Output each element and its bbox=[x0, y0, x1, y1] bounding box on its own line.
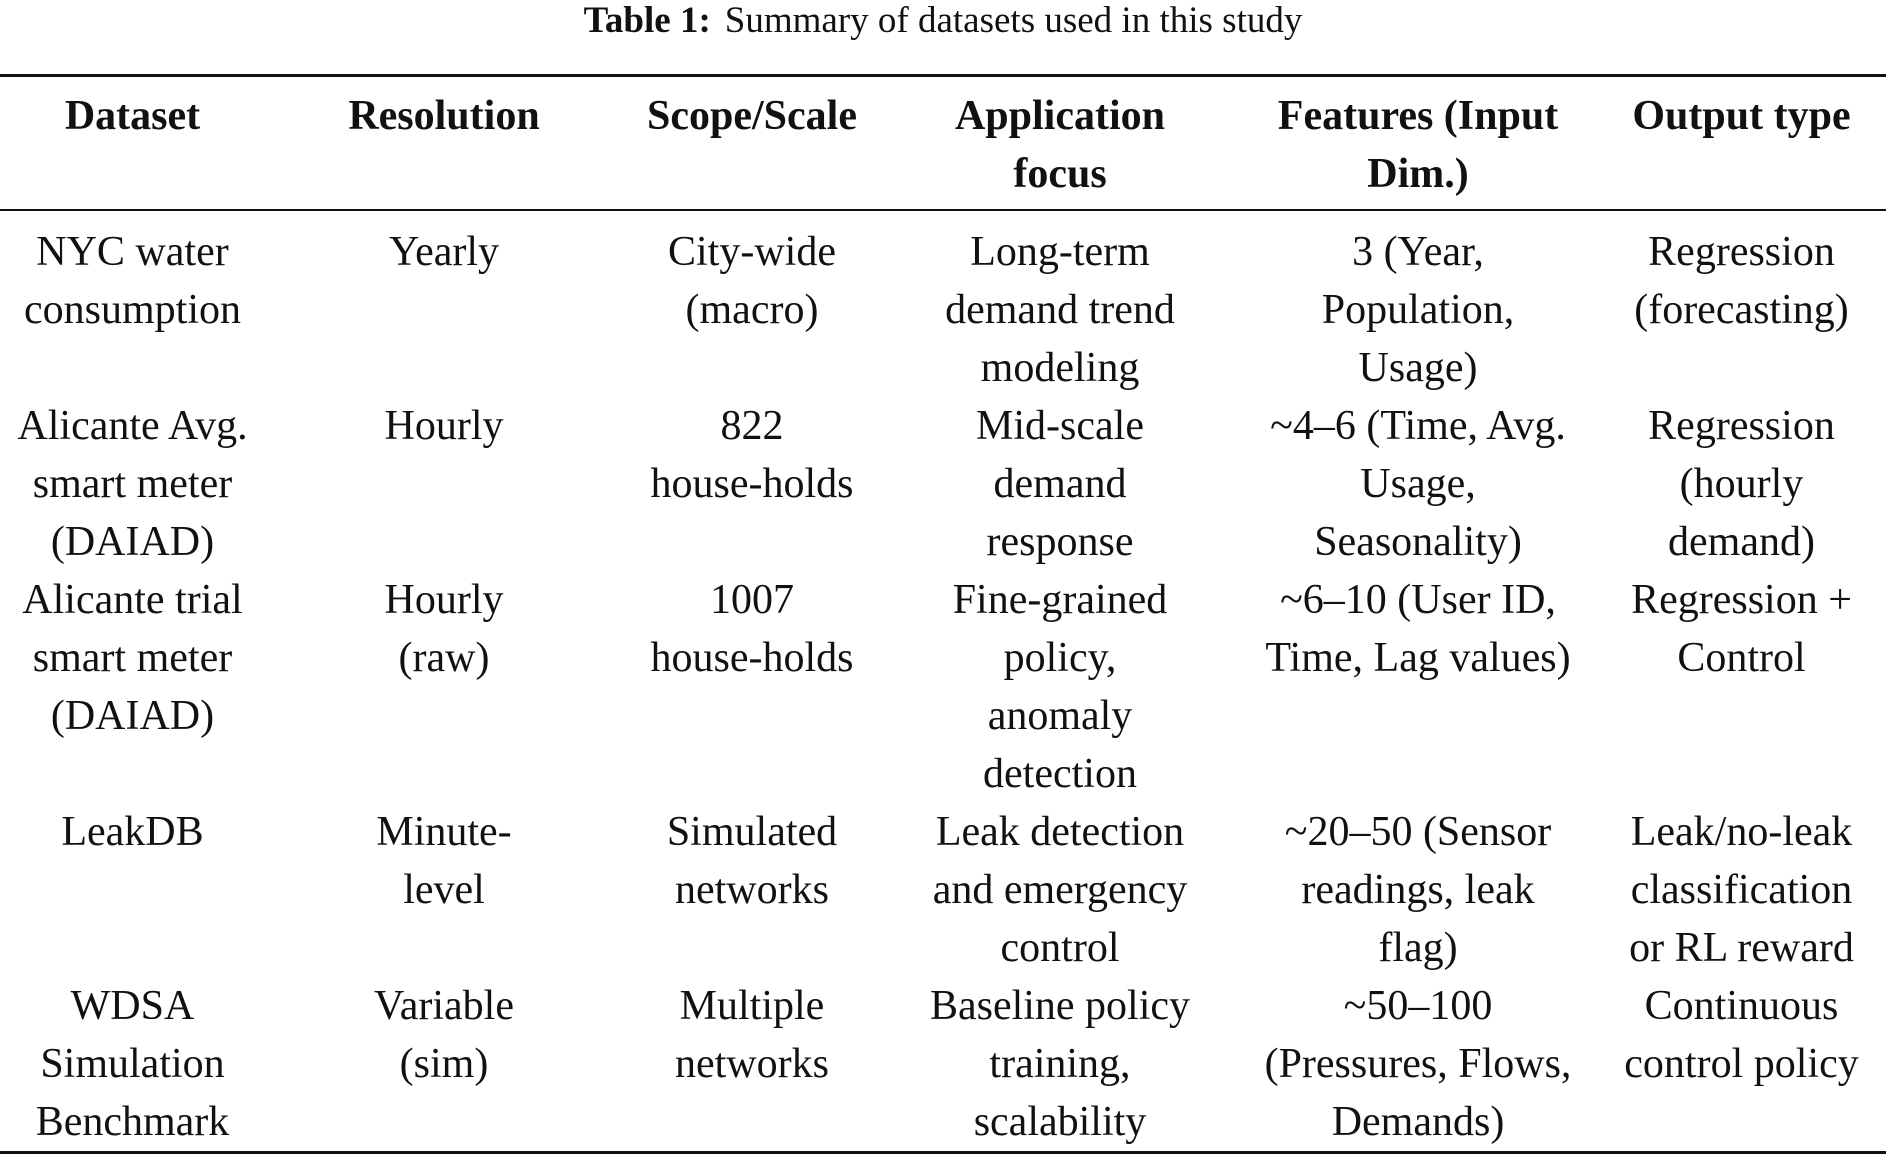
header-cell: Output type bbox=[1632, 93, 1851, 139]
table-header: Dataset Resolution Scope/Scale Applicati… bbox=[0, 75, 1886, 210]
table-cell: Regression (forecasting) bbox=[1634, 229, 1849, 333]
table-row: WDSA Simulation Benchmark Variable (sim)… bbox=[0, 977, 1886, 1153]
table-cell: City-wide (macro) bbox=[668, 229, 836, 333]
table-caption-text: Summary of datasets used in this study bbox=[724, 0, 1303, 41]
table-cell: Leak detection and emergency control bbox=[932, 809, 1188, 971]
header-row: Dataset Resolution Scope/Scale Applicati… bbox=[0, 75, 1886, 210]
table-cell: ~50–100 (Pressures, Flows, Demands) bbox=[1264, 983, 1572, 1145]
table-cell: Minute- level bbox=[376, 809, 512, 913]
header-cell: Dataset bbox=[64, 93, 201, 139]
table-cell: ~6–10 (User ID, Time, Lag values) bbox=[1265, 577, 1571, 681]
table-cell: LeakDB bbox=[61, 809, 204, 855]
table-cell: Fine-grained policy, anomaly detection bbox=[952, 577, 1168, 797]
table-cell: Alicante trial smart meter (DAIAD) bbox=[22, 577, 243, 739]
table-cell: 1007 house-holds bbox=[650, 577, 854, 681]
table-body: NYC water consumption Yearly City-wide (… bbox=[0, 210, 1886, 1153]
table-cell: ~20–50 (Sensor readings, leak flag) bbox=[1284, 809, 1552, 971]
table-cell: Yearly bbox=[388, 229, 500, 275]
table-cell: Alicante Avg. smart meter (DAIAD) bbox=[17, 403, 248, 565]
table-cell: Multiple networks bbox=[675, 983, 829, 1087]
table-cell: Mid-scale demand response bbox=[976, 403, 1144, 565]
datasets-table: Dataset Resolution Scope/Scale Applicati… bbox=[0, 74, 1886, 1154]
header-cell: Scope/Scale bbox=[647, 93, 857, 139]
table-cell: Hourly (raw) bbox=[384, 577, 504, 681]
header-cell: Resolution bbox=[348, 93, 540, 139]
table-cell: Continuous control policy bbox=[1624, 983, 1859, 1087]
table-cell: Baseline policy training, scalability bbox=[929, 983, 1191, 1145]
table-cell: NYC water consumption bbox=[24, 229, 241, 333]
table-row: Alicante trial smart meter (DAIAD) Hourl… bbox=[0, 571, 1886, 803]
table-cell: 3 (Year, Population, Usage) bbox=[1321, 229, 1515, 391]
table-row: LeakDB Minute- level Simulated networks … bbox=[0, 803, 1886, 977]
table-cell: Variable (sim) bbox=[374, 983, 514, 1087]
table-cell: Leak/no-leak classification or RL reward bbox=[1629, 809, 1854, 971]
table-cell: Simulated networks bbox=[666, 809, 838, 913]
table-cell: Long-term demand trend modeling bbox=[945, 229, 1175, 391]
table-row: NYC water consumption Yearly City-wide (… bbox=[0, 210, 1886, 397]
header-cell: Features (Input Dim.) bbox=[1277, 93, 1559, 197]
table-cell: ~4–6 (Time, Avg. Usage, Seasonality) bbox=[1270, 403, 1566, 565]
table-cell: 822 house-holds bbox=[650, 403, 854, 507]
table-cell: Hourly bbox=[384, 403, 504, 449]
table-cell: WDSA Simulation Benchmark bbox=[35, 983, 230, 1145]
table-row: Alicante Avg. smart meter (DAIAD) Hourly… bbox=[0, 397, 1886, 571]
table-cell: Regression + Control bbox=[1631, 577, 1852, 681]
table-cell: Regression (hourly demand) bbox=[1648, 403, 1835, 565]
table-caption-label: Table 1: bbox=[583, 0, 711, 41]
header-cell: Application focus bbox=[954, 93, 1166, 197]
table-caption: Table 1: Summary of datasets used in this… bbox=[0, 0, 1886, 42]
